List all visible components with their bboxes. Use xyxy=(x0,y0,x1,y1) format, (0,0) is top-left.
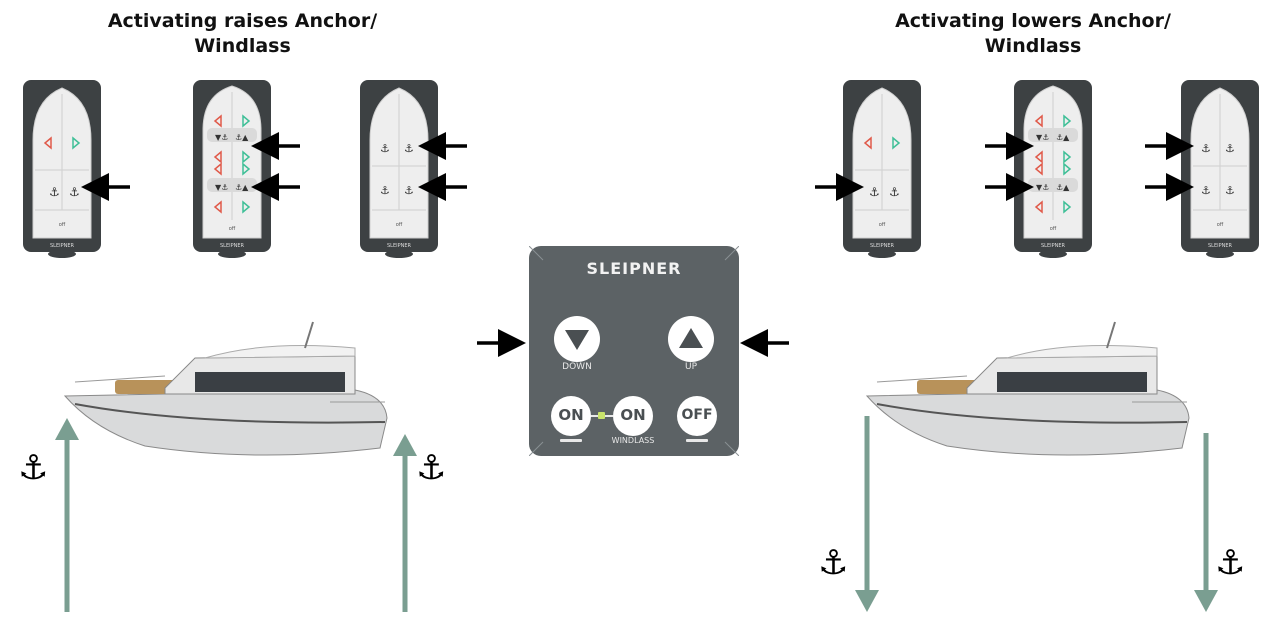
indicator-dash-left xyxy=(560,439,582,442)
arrow-up-icon-head xyxy=(55,418,79,440)
svg-text:⚓▲: ⚓▲ xyxy=(1056,133,1070,142)
svg-text:▼⚓: ▼⚓ xyxy=(215,183,228,192)
windlass-label: WINDLASS xyxy=(611,436,655,445)
svg-text:⚓: ⚓ xyxy=(1225,184,1235,197)
svg-text:SLEIPNER: SLEIPNER xyxy=(50,243,75,249)
svg-text:off: off xyxy=(229,226,236,232)
status-led xyxy=(598,412,605,419)
svg-text:SLEIPNER: SLEIPNER xyxy=(1041,243,1066,249)
svg-text:▼⚓: ▼⚓ xyxy=(215,133,228,142)
svg-text:off: off xyxy=(396,222,403,228)
chevron-up-icon xyxy=(679,328,703,348)
boat-illustration xyxy=(63,321,388,456)
anchor-icon: ⚓ xyxy=(818,543,849,583)
svg-text:⚓: ⚓ xyxy=(404,184,414,197)
up-button[interactable] xyxy=(668,316,714,362)
remote-control-5: ▼⚓ ⚓▲ ▼⚓ ⚓▲ off SLEIPNER xyxy=(1014,80,1092,258)
svg-text:SLEIPNER: SLEIPNER xyxy=(220,243,245,249)
svg-text:▼⚓: ▼⚓ xyxy=(1036,183,1049,192)
down-label: DOWN xyxy=(562,362,592,372)
off-label: OFF xyxy=(681,407,713,423)
remote-control-4: ⚓ ⚓ off SLEIPNER xyxy=(843,80,921,258)
svg-text:off: off xyxy=(1217,222,1224,228)
on-label-1: ON xyxy=(558,406,584,424)
remote-control-2: ▼⚓ ⚓▲ ▼⚓ ⚓▲ off SLEIPNER xyxy=(193,80,271,258)
windlass-control-panel: SLEIPNER DOWN UP ON ON OFF WINDLASS xyxy=(529,246,739,456)
svg-text:off: off xyxy=(879,222,886,228)
svg-text:⚓: ⚓ xyxy=(380,184,390,197)
svg-text:⚓: ⚓ xyxy=(1201,142,1211,155)
svg-text:off: off xyxy=(59,222,66,228)
arrow-down-icon-head xyxy=(1194,590,1218,612)
svg-text:⚓▲: ⚓▲ xyxy=(235,133,249,142)
anchor-icon: ⚓ xyxy=(416,448,447,488)
svg-text:⚓: ⚓ xyxy=(69,185,80,199)
svg-text:⚓: ⚓ xyxy=(869,185,880,199)
svg-text:⚓: ⚓ xyxy=(49,185,60,199)
right-heading: Activating lowers Anchor/ Windlass xyxy=(895,10,1171,57)
arrow-up-icon-head xyxy=(393,434,417,456)
indicator-dash-right xyxy=(686,439,708,442)
on-button-1[interactable]: ON xyxy=(551,396,591,436)
svg-text:SLEIPNER: SLEIPNER xyxy=(870,243,895,249)
svg-text:⚓: ⚓ xyxy=(1225,142,1235,155)
on-label-2: ON xyxy=(620,406,646,424)
left-heading: Activating raises Anchor/ Windlass xyxy=(107,10,378,57)
on-button-2[interactable]: ON xyxy=(613,396,653,436)
svg-text:SLEIPNER: SLEIPNER xyxy=(387,243,412,249)
svg-text:⚓: ⚓ xyxy=(1201,184,1211,197)
svg-text:⚓▲: ⚓▲ xyxy=(235,183,249,192)
svg-text:⚓: ⚓ xyxy=(889,185,900,199)
svg-text:⚓: ⚓ xyxy=(404,142,414,155)
svg-text:⚓▲: ⚓▲ xyxy=(1056,183,1070,192)
chevron-down-icon xyxy=(565,330,589,350)
panel-corner-lines xyxy=(529,246,739,456)
arrow-down-icon-head xyxy=(855,590,879,612)
boat-illustration xyxy=(865,321,1190,456)
svg-text:off: off xyxy=(1050,226,1057,232)
remote-control-1: ⚓ ⚓ off SLEIPNER xyxy=(23,80,101,258)
up-label: UP xyxy=(684,362,697,372)
panel-brand: SLEIPNER xyxy=(586,259,682,278)
svg-text:▼⚓: ▼⚓ xyxy=(1036,133,1049,142)
remote-control-3: ⚓ ⚓ ⚓ ⚓ off SLEIPNER xyxy=(360,80,438,258)
down-button[interactable] xyxy=(554,316,600,362)
svg-text:SLEIPNER: SLEIPNER xyxy=(1208,243,1233,249)
off-button[interactable]: OFF xyxy=(677,396,717,436)
anchor-icon: ⚓ xyxy=(1215,543,1246,583)
anchor-icon: ⚓ xyxy=(18,448,49,488)
remote-control-6: ⚓ ⚓ ⚓ ⚓ off SLEIPNER xyxy=(1181,80,1259,258)
svg-text:⚓: ⚓ xyxy=(380,142,390,155)
